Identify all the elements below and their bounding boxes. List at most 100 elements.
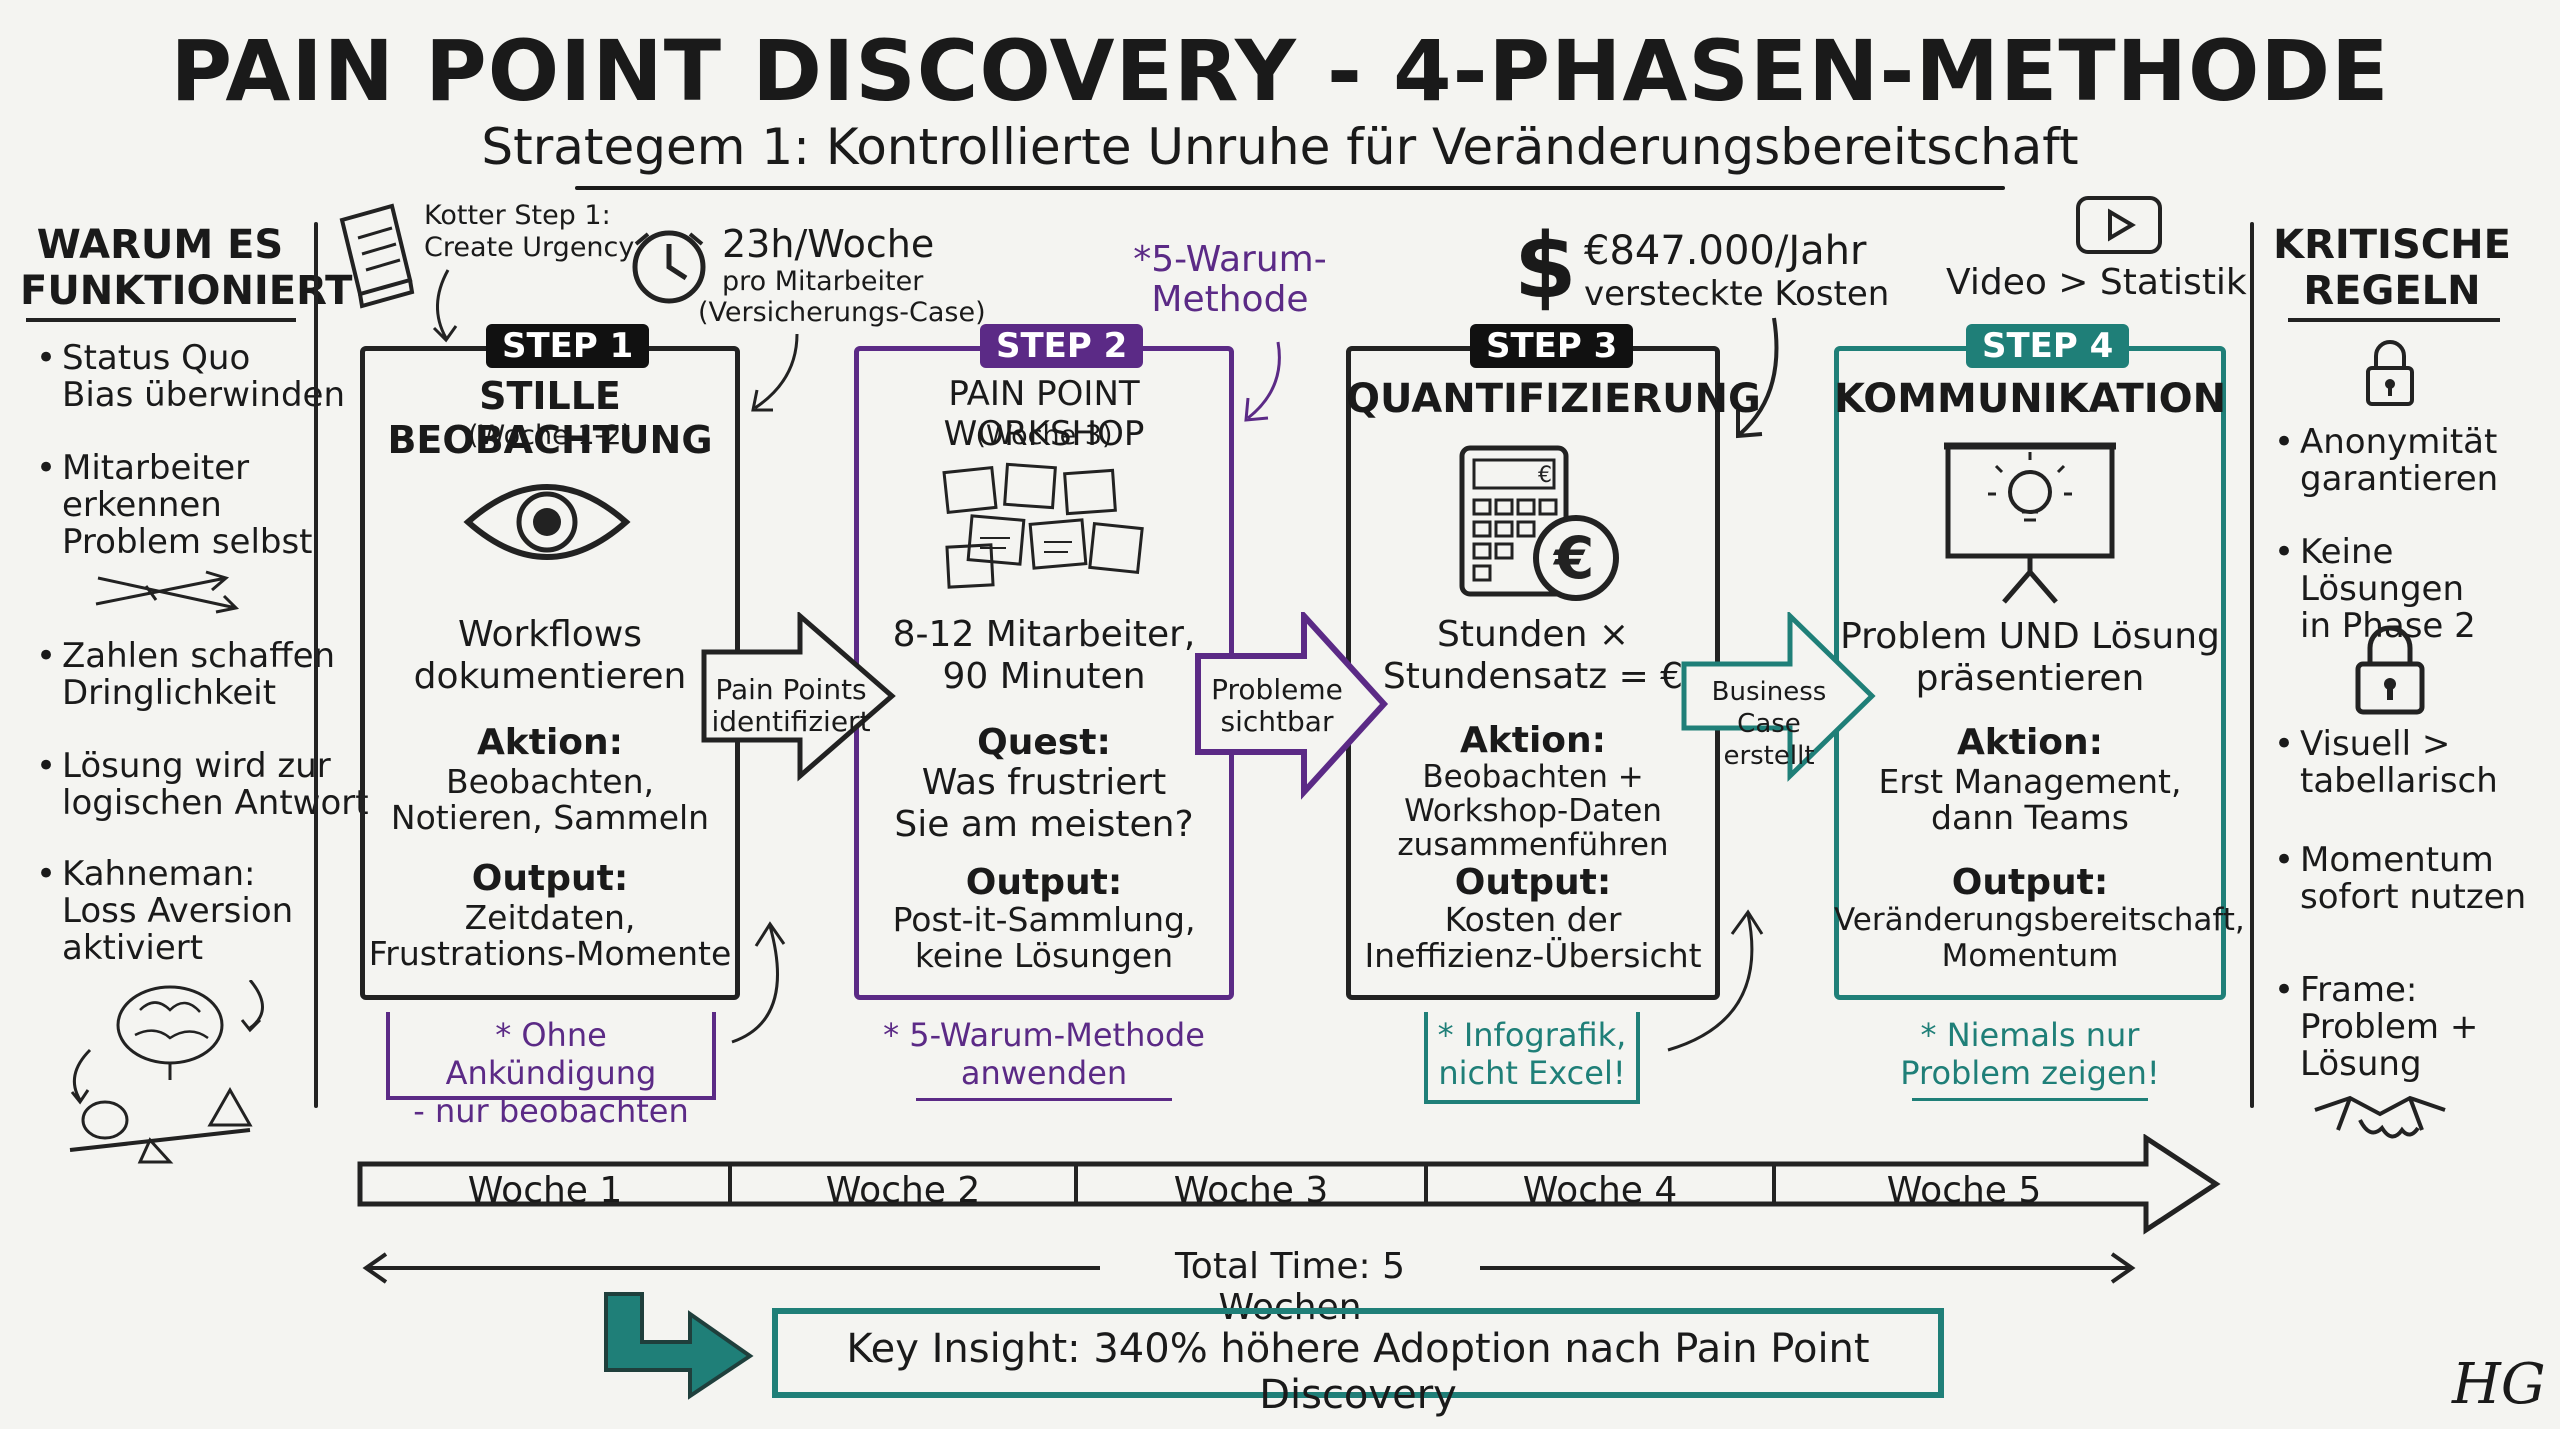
- step-2-tag: STEP 2: [980, 324, 1144, 368]
- step-4-title: KOMMUNIKATION: [1834, 376, 2227, 422]
- step-4-tag: STEP 4: [1966, 324, 2130, 368]
- lock-icon: [2366, 340, 2414, 406]
- left-heading-underline: [26, 318, 296, 322]
- step-2-title: PAIN POINT WORKSHOP: [943, 374, 1145, 454]
- step-2-sub: (Woche 3): [975, 420, 1113, 451]
- transition-arrow-2: [1195, 612, 1389, 800]
- insight-arrow-icon: [604, 1292, 754, 1400]
- step-1-output-head: Output:: [471, 858, 629, 899]
- right-bullet: •Visuell >tabellarisch: [2274, 724, 2498, 801]
- curved-arrow-icon: [751, 333, 799, 412]
- presentation-lightbulb-icon: [1944, 442, 2116, 604]
- left-heading-line-1: WARUM ES: [36, 222, 284, 268]
- timeline-week: Woche 5: [1886, 1170, 2042, 1211]
- page-title: PAIN POINT DISCOVERY - 4-PHASEN-METHODE: [170, 22, 2390, 120]
- step-4-output: Veränderungsbereitschaft,Momentum: [1834, 902, 2245, 974]
- timeline-week: Woche 3: [1173, 1170, 1329, 1211]
- lock-icon: [2355, 625, 2425, 715]
- total-time-label: Total Time: 5 Wochen: [1174, 1246, 1406, 1328]
- right-heading-underline: [2288, 318, 2500, 322]
- step-3-output-head: Output:: [1454, 862, 1612, 903]
- step-3-note: * Infografik,nicht Excel!: [1437, 1016, 1627, 1092]
- step-3-text: Stunden ×Stundensatz = €: [1382, 614, 1684, 697]
- warum-callout: *5-Warum-Methode: [1133, 239, 1327, 320]
- step-1-action: Beobachten,Notieren, Sammeln: [390, 762, 710, 837]
- left-heading-line-2: FUNKTIONIERT: [20, 268, 353, 314]
- calculator-euro-icon: € €: [1459, 445, 1619, 601]
- step-3-action-head: Aktion:: [1459, 720, 1607, 761]
- sticky-notes-icon: [942, 462, 1144, 589]
- step-4-action: Erst Management,dann Teams: [1878, 762, 2182, 837]
- step-1-action-head: Aktion:: [476, 722, 624, 763]
- brain-scale-icon: [69, 980, 264, 1164]
- right-separator: [2250, 222, 2254, 1108]
- right-heading: KRITISCHE REGELN: [2262, 222, 2522, 314]
- step-3-title: QUANTIFIZIERUNG: [1346, 376, 1761, 422]
- curved-arrow-icon: [1244, 341, 1281, 422]
- key-insight-box: [772, 1308, 1944, 1398]
- step-1-tag: STEP 1: [486, 324, 650, 368]
- right-bullet: •Frame:Problem + Lösung: [2274, 970, 2479, 1084]
- step-2-output-head: Output:: [965, 862, 1123, 903]
- step-2-output: Post-it-Sammlung,keine Lösungen: [892, 900, 1196, 975]
- svg-text:€: €: [1538, 463, 1552, 488]
- right-heading-line-1: KRITISCHE: [2273, 222, 2511, 268]
- step-2-note-underline: [916, 1098, 1172, 1101]
- time-callout: 23h/Woche pro Mitarbeiter (Versicherungs…: [698, 222, 986, 328]
- step-2-quest-head: Quest:: [977, 722, 1111, 763]
- subtitle-underline: [575, 186, 2005, 190]
- timeline-week: Woche 2: [825, 1170, 981, 1211]
- transition-arrow-1: [701, 612, 896, 782]
- loop-arrow-icon: [1667, 909, 1764, 1052]
- step-1-output: Zeitdaten,Frustrations-Momente: [368, 898, 732, 973]
- left-heading: WARUM ES FUNKTIONIERT: [20, 222, 353, 314]
- loop-arrow-icon: [731, 921, 786, 1044]
- left-separator: [314, 222, 318, 1108]
- transition-arrow-3: [1681, 612, 1876, 782]
- svg-text:€: €: [1552, 524, 1594, 592]
- broken-arrows-icon: [95, 570, 240, 614]
- curved-arrow-icon: [1736, 317, 1779, 439]
- right-heading-line-2: REGELN: [2303, 268, 2481, 314]
- total-time-arrow: [362, 1252, 2136, 1284]
- cost-callout: €847.000/Jahr versteckte Kosten: [1584, 228, 1890, 314]
- signature: HG: [2452, 1352, 2546, 1417]
- clock-icon: [632, 230, 706, 304]
- step-1-sub: (Woche 1-2): [468, 420, 632, 451]
- dollar-icon: $: [1514, 214, 1577, 319]
- handshake-icon: [2314, 1095, 2446, 1139]
- video-play-icon: [2076, 196, 2162, 254]
- step-1-note: * Ohne Ankündigung- nur beobachten: [413, 1016, 689, 1130]
- step-4-output-head: Output:: [1951, 862, 2109, 903]
- step-2-text: 8-12 Mitarbeiter,90 Minuten: [892, 614, 1196, 697]
- step-3-note-frame: [1424, 1012, 1640, 1104]
- timeline-bar: [357, 1134, 2221, 1235]
- step-4-action-head: Aktion:: [1956, 722, 2104, 763]
- step-3-tag: STEP 3: [1470, 324, 1634, 368]
- curved-arrow-icon: [432, 269, 458, 343]
- page-subtitle: Strategem 1: Kontrollierte Unruhe für Ve…: [481, 118, 2079, 176]
- video-callout: Video > Statistik: [1946, 262, 2247, 303]
- timeline-week: Woche 1: [467, 1170, 623, 1211]
- kotter-callout: Kotter Step 1:Create Urgency: [424, 200, 635, 263]
- key-insight-text: Key Insight: 340% höhere Adoption nach P…: [846, 1326, 1870, 1418]
- step-1-note-frame: [386, 1012, 716, 1100]
